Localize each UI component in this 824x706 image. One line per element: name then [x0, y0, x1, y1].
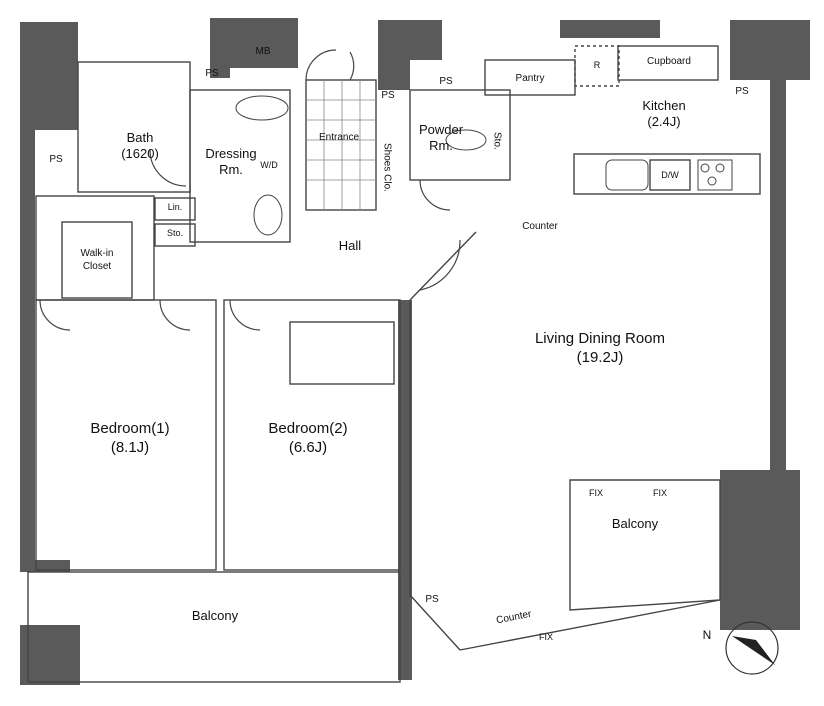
ps-label: PS	[49, 154, 63, 165]
east-balcony-label: Balcony	[611, 516, 659, 531]
bath-label: Bath(1620)	[121, 130, 159, 162]
door-swings	[39, 49, 461, 331]
fix-label: FIX	[588, 488, 603, 498]
entrance-tiles	[306, 80, 376, 210]
ps-label: PS	[425, 594, 439, 605]
kitchen-label: Kitchen(2.4J)	[642, 98, 686, 130]
ps-label: PS	[439, 76, 453, 87]
living-dining-room-label: Living Dining Room(19.2J)	[534, 330, 666, 366]
counter-label: Counter	[522, 221, 558, 232]
room-outlines	[27, 45, 761, 683]
compass-icon	[725, 621, 779, 675]
balcony-east-wall	[720, 470, 800, 600]
powder-storage-label: Sto.	[491, 132, 503, 150]
mb-label: MB	[255, 46, 271, 57]
fix-label: FIX	[538, 632, 553, 642]
hall-label: Hall	[338, 238, 362, 253]
compass-north-label: N	[702, 628, 712, 642]
pantry-label: Pantry	[515, 73, 545, 84]
toilets	[235, 95, 487, 236]
linen-label: Lin.	[167, 202, 183, 212]
bedroom-1-label: Bedroom(1)(8.1J)	[90, 420, 170, 456]
south-balcony-label: Balcony	[191, 608, 239, 623]
bedroom-2-label: Bedroom(2)(6.6J)	[268, 420, 348, 456]
entrance-label: Entrance	[318, 132, 360, 143]
ps-label: PS	[381, 90, 395, 101]
storage-label: Sto.	[166, 228, 183, 238]
dishwasher-label: D/W	[661, 170, 679, 180]
fix-label: FIX	[652, 488, 667, 498]
ps-label: PS	[205, 68, 219, 79]
shoes-closet-label: Shoes Clo.	[381, 142, 393, 192]
ps-label: PS	[735, 86, 749, 97]
refrigerator-label: R	[593, 60, 601, 70]
kitchen-appliances	[605, 159, 733, 191]
cupboard-label: Cupboard	[647, 56, 691, 67]
washer-dryer-label: W/D	[260, 160, 278, 170]
